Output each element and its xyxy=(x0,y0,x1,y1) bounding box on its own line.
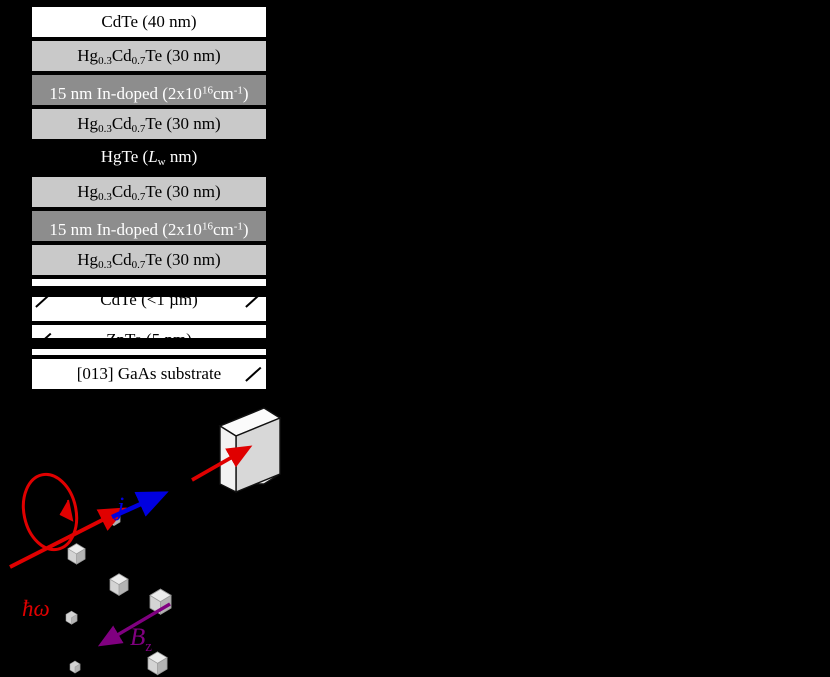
layer-label: CdTe (40 nm) xyxy=(101,12,197,31)
layer-label: 15 nm In-doped (2x1016cm-1) xyxy=(49,219,249,239)
photocurrent-label: j xyxy=(117,492,125,521)
layer-buffer-cdte: CdTe (<1 µm) xyxy=(31,278,267,322)
layer-label: Hg0.3Cd0.7Te (30 nm) xyxy=(77,182,221,204)
layer-barrier-bottom-upper: Hg0.3Cd0.7Te (30 nm) xyxy=(31,176,267,208)
layer-doped-bottom: 15 nm In-doped (2x1016cm-1) xyxy=(31,210,267,242)
layer-label: 15 nm In-doped (2x1016cm-1) xyxy=(49,83,249,103)
emitted-radiation-arrow xyxy=(191,445,253,482)
occlusion-band xyxy=(31,338,267,349)
magnetic-field-arrow xyxy=(97,602,171,647)
photocurrent-schematic xyxy=(0,392,320,677)
layer-label: Hg0.3Cd0.7Te (30 nm) xyxy=(77,250,221,272)
occlusion-band xyxy=(31,286,267,297)
detector-slab xyxy=(218,407,282,494)
magnetic-field-label: Bz xyxy=(130,624,152,656)
crystal-lattice-blocks xyxy=(65,510,172,676)
layer-label: HgTe (Lw nm) xyxy=(100,147,198,169)
magnetic-field-subscript: z xyxy=(145,639,152,655)
layer-substrate-gaas: [013] GaAs substrate xyxy=(31,358,267,390)
magnetic-field-symbol: B xyxy=(130,624,146,651)
layer-label: [013] GaAs substrate xyxy=(76,364,222,383)
layer-cap-cdte: CdTe (40 nm) xyxy=(31,6,267,38)
polarization-rotation-arrowhead xyxy=(59,499,74,522)
incident-light-arrow xyxy=(9,507,127,569)
photocurrent-arrow xyxy=(111,491,169,520)
layer-label: Hg0.3Cd0.7Te (30 nm) xyxy=(77,114,221,136)
break-mark-right-icon xyxy=(245,366,262,382)
layer-barrier-top-lower: Hg0.3Cd0.7Te (30 nm) xyxy=(31,108,267,140)
layer-quantum-well-hgte: HgTe (Lw nm) xyxy=(31,142,267,174)
photon-energy-label: ħω xyxy=(22,596,50,621)
layer-label: Hg0.3Cd0.7Te (30 nm) xyxy=(77,46,221,68)
heterostructure-layer-stack: CdTe (40 nm) Hg0.3Cd0.7Te (30 nm) 15 nm … xyxy=(31,6,267,392)
layer-doped-top: 15 nm In-doped (2x1016cm-1) xyxy=(31,74,267,106)
circular-polarization-ellipse xyxy=(21,472,79,552)
layer-barrier-top-upper: Hg0.3Cd0.7Te (30 nm) xyxy=(31,40,267,72)
layer-barrier-bottom-lower: Hg0.3Cd0.7Te (30 nm) xyxy=(31,244,267,276)
